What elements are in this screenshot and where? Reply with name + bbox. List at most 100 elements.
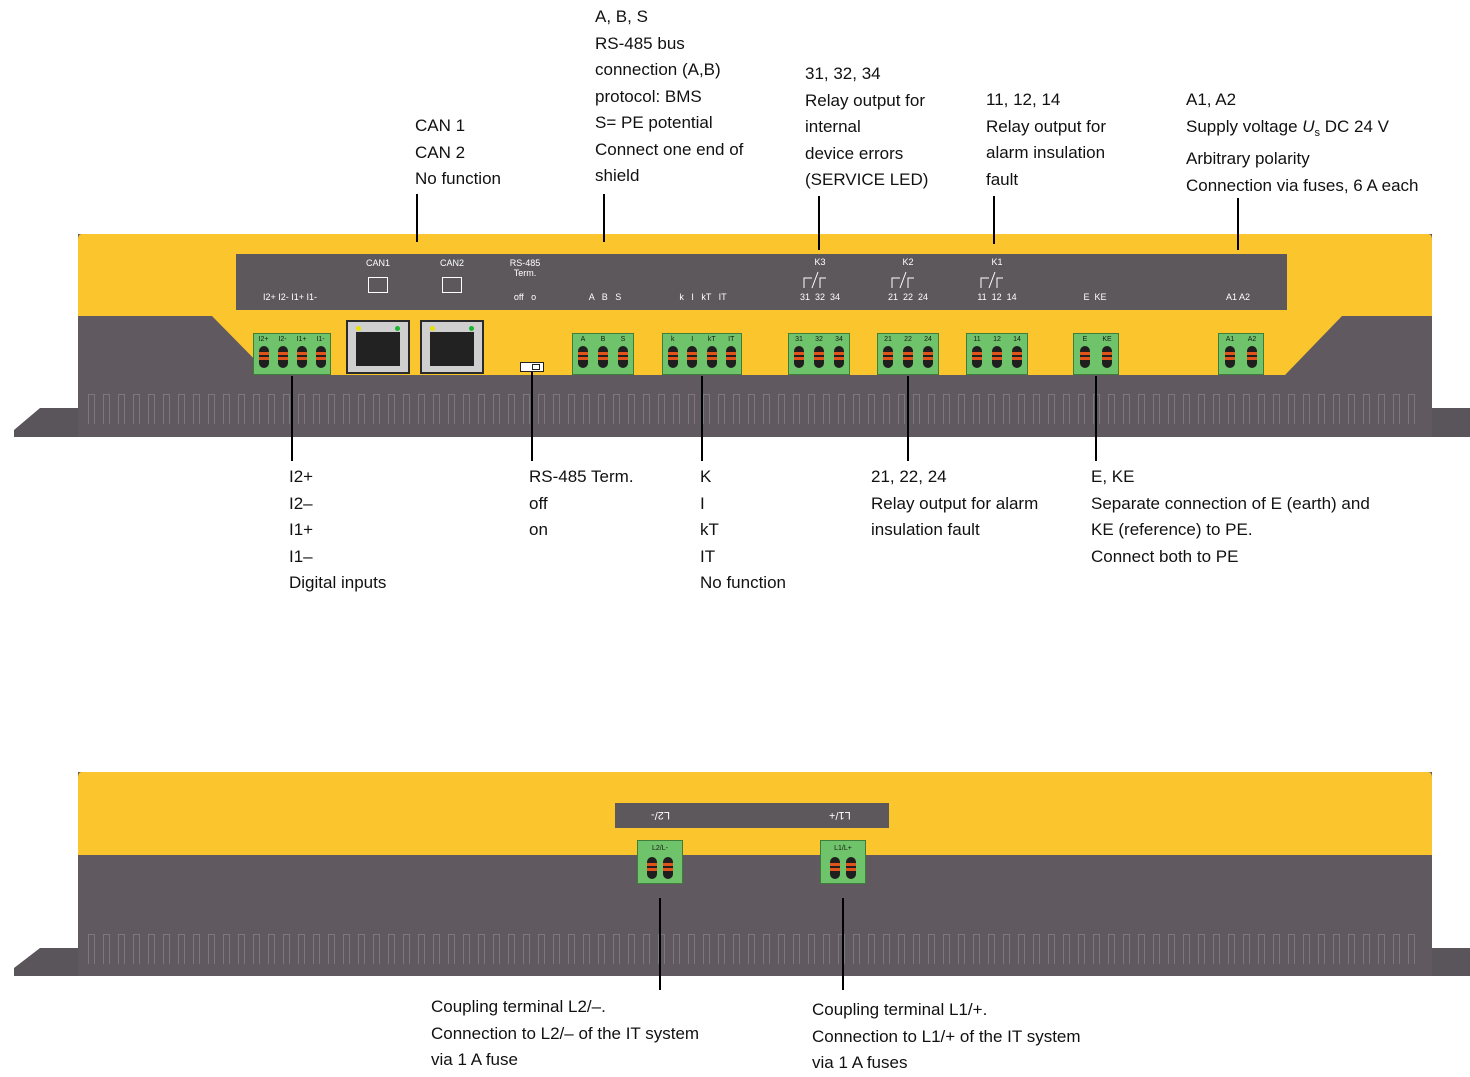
terminal-screw[interactable] (598, 346, 608, 368)
mounting-flange-right-rear (1432, 948, 1470, 976)
terminal-screw[interactable] (1080, 346, 1090, 368)
vent-slot (1183, 934, 1190, 964)
terminal-screw[interactable] (846, 857, 856, 879)
terminal-screw[interactable] (578, 346, 588, 368)
label-k2-pins: 21 22 24 (887, 292, 929, 302)
rear-label-strip (615, 803, 889, 828)
vent-slot (523, 934, 530, 964)
terminal-screw[interactable] (1102, 346, 1112, 368)
terminal-screw[interactable] (258, 346, 269, 368)
vent-slot (1393, 934, 1400, 964)
supply-voltage: Supply voltage Us DC 24 V (1186, 116, 1390, 139)
vent-slot (1198, 934, 1205, 964)
terminal-screw[interactable] (706, 346, 717, 368)
terminal-screw[interactable] (618, 346, 628, 368)
terminal-screw[interactable] (315, 346, 326, 368)
terminal-screw[interactable] (667, 346, 678, 368)
vent-slot (538, 934, 545, 964)
terminal-screw[interactable] (830, 857, 840, 879)
callout-line: Coupling terminal L2/–. (431, 997, 606, 1016)
terminal-screw[interactable] (1225, 346, 1235, 368)
terminal-digital-inputs[interactable]: I2+I2-I1+I1- (253, 333, 331, 375)
callout-line: off (529, 493, 548, 513)
vent-slot (1303, 394, 1310, 424)
terminal-screw[interactable] (687, 346, 698, 368)
vent-slot (1348, 934, 1355, 964)
vent-slot (1318, 934, 1325, 964)
vent-slot (313, 934, 320, 964)
terminal-screw[interactable] (647, 857, 657, 879)
vent-slot (493, 394, 500, 424)
vent-slot (1393, 394, 1400, 424)
vent-slot (1063, 934, 1070, 964)
terminal-screw[interactable] (814, 346, 824, 368)
vent-slot (613, 394, 620, 424)
vent-slot (1003, 394, 1010, 424)
terminal-pin-label: A2 (1247, 336, 1257, 343)
vent-slot (883, 934, 890, 964)
terminal-screw[interactable] (794, 346, 804, 368)
vent-slot (133, 934, 140, 964)
vent-slot (883, 394, 890, 424)
terminal-pin-label: 31 (795, 336, 803, 343)
vent-slot (523, 394, 530, 424)
label-abs: A B S (588, 292, 622, 302)
rs485-term-switch[interactable] (520, 362, 544, 372)
vent-slot (628, 934, 635, 964)
vent-slot (1228, 934, 1235, 964)
vent-slot (1333, 934, 1340, 964)
callout-line: internal (805, 117, 861, 136)
front-label-strip (236, 254, 1287, 310)
vent-slot (943, 394, 950, 424)
can1-connector[interactable] (346, 320, 410, 374)
vent-slot (1018, 394, 1025, 424)
callout-line: E, KE (1091, 467, 1135, 486)
callout-line: alarm insulation (986, 143, 1106, 162)
callout-line: Connect one end of (595, 139, 744, 159)
leader-rs485 (603, 194, 605, 242)
terminal-pin-label: 11 (973, 336, 981, 343)
terminal-screw[interactable] (277, 346, 288, 368)
terminal-screw[interactable] (972, 346, 982, 368)
terminal-screw[interactable] (903, 346, 913, 368)
terminal-pin-label: I2+ (258, 336, 269, 343)
vent-slot (1273, 394, 1280, 424)
callout-line: No function (700, 573, 786, 592)
callout-line: Coupling terminal L1/+. (812, 1000, 988, 1019)
terminal-screw[interactable] (992, 346, 1002, 368)
vent-slot (1243, 394, 1250, 424)
terminal-l2[interactable]: L2/L- (637, 840, 683, 884)
terminal-l1[interactable]: L1/L+ (820, 840, 866, 884)
terminal-screw[interactable] (726, 346, 737, 368)
terminal-screw[interactable] (923, 346, 933, 368)
vent-slot (298, 934, 305, 964)
terminal-screw[interactable] (1247, 346, 1257, 368)
vent-slot (208, 934, 215, 964)
terminal-screw[interactable] (663, 857, 673, 879)
vent-slot (1078, 394, 1085, 424)
leader-k2 (907, 376, 909, 461)
leader-can (416, 194, 418, 242)
terminal-screw[interactable] (1012, 346, 1022, 368)
terminal-screw[interactable] (834, 346, 844, 368)
callout-line: 21, 22, 24 (871, 467, 947, 486)
callout-line: (SERVICE LED) (805, 170, 929, 189)
terminal-screw[interactable] (296, 346, 307, 368)
label-eke: E KE (1083, 292, 1107, 302)
can2-connector[interactable] (420, 320, 484, 374)
terminal-screw[interactable] (883, 346, 893, 368)
vent-slot (808, 394, 815, 424)
leader-k3 (818, 196, 820, 250)
label-rs485-term: Term. (513, 268, 537, 278)
callout-line: fault (986, 169, 1019, 189)
leader-supply (1237, 198, 1239, 250)
vent-slot (823, 934, 830, 964)
